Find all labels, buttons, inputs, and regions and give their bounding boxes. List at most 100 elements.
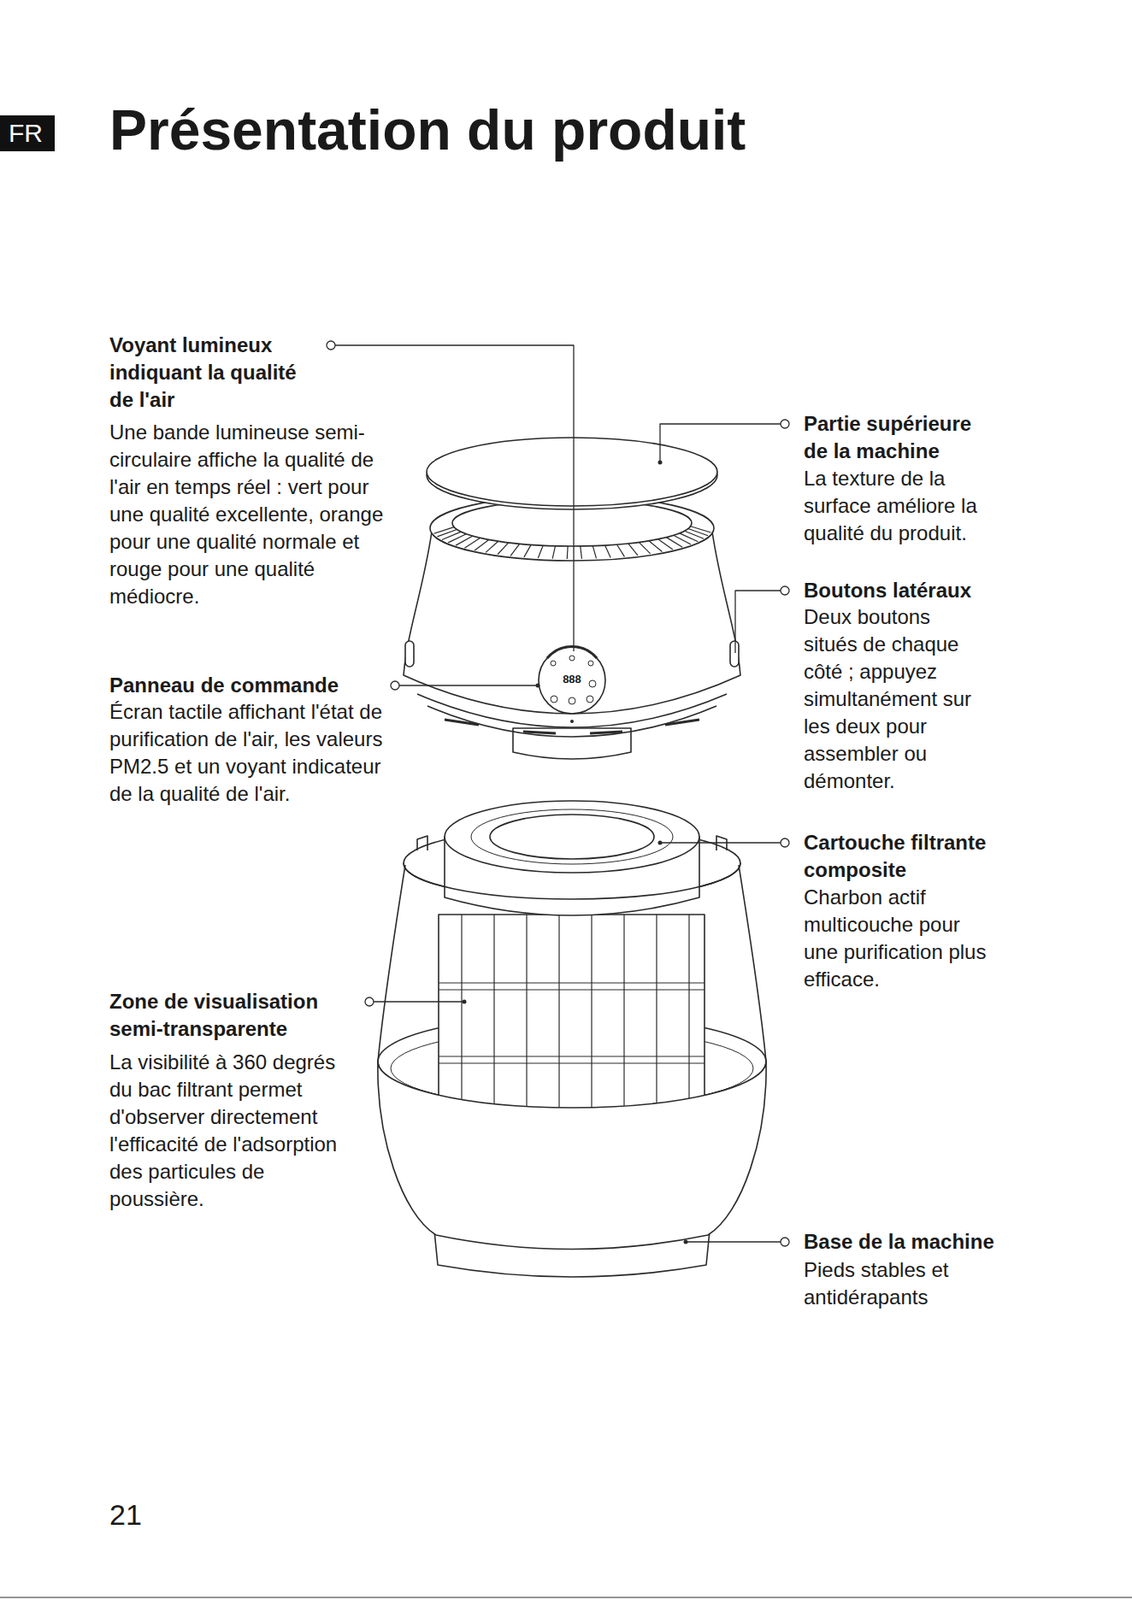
panel-icon [586, 695, 594, 703]
side-button [405, 641, 414, 667]
panel-icon [568, 697, 576, 705]
grille-slat [616, 544, 625, 557]
leader-dot [658, 460, 663, 466]
housing-rim-front [403, 863, 741, 900]
grille-slat [474, 539, 490, 550]
panel-icon [550, 660, 556, 667]
callout-body: Charbon actif multicouche pour une purif… [803, 884, 997, 994]
grille-slat [605, 545, 612, 559]
cage-bar [688, 914, 690, 1129]
filter-cap-top [444, 801, 700, 873]
grille-slat [524, 544, 531, 557]
filter-cage-bars [438, 914, 705, 1129]
grille-slat [648, 541, 662, 553]
cage-bar [655, 914, 657, 1129]
display-digits: 888 [550, 672, 594, 688]
callout-heading: Cartouche filtrante composite [803, 829, 997, 885]
callout-body: Deux boutons situés de chaque côté ; app… [803, 603, 985, 796]
leader-dot [683, 1240, 689, 1245]
callout-body: La texture de la surface améliore la qua… [803, 465, 997, 548]
panel-icon [588, 660, 594, 667]
leader-circle [326, 341, 336, 350]
grille-slat [442, 531, 461, 540]
cage-band [438, 989, 705, 991]
page-title: Présentation du produit [109, 95, 746, 165]
leader-circle [780, 586, 790, 596]
grille-slat [448, 534, 466, 543]
callout-heading: Voyant lumineux indiquant la qualité de … [109, 331, 319, 414]
grille-slat [436, 529, 457, 537]
leader-dot [462, 1000, 467, 1005]
callout-heading: Partie supérieure de la machine [803, 410, 997, 466]
leader-line [685, 1241, 781, 1243]
filter-cap-ring [471, 809, 673, 865]
leader-circle [780, 1238, 790, 1247]
cage-bar [460, 914, 462, 1129]
grille-slat [580, 546, 583, 560]
lower-unit [377, 801, 767, 1278]
grille-slat [658, 539, 673, 550]
grille-slat [690, 526, 712, 533]
air-quality-light [547, 647, 597, 659]
leader-line [399, 684, 538, 686]
grille-slat [666, 537, 683, 549]
leader-line [735, 590, 781, 654]
cage-band [438, 982, 705, 984]
callout-heading: Panneau de commande [109, 672, 384, 700]
leader-circle [780, 419, 790, 429]
panel-icon [589, 680, 596, 688]
page-edge-rule [0, 1597, 1132, 1599]
callout-heading: Zone de visualisation semi-transparente [109, 988, 358, 1044]
cage-bar [525, 914, 527, 1129]
leader-line [660, 842, 781, 844]
grille-slat [638, 542, 650, 554]
leader-circle [390, 681, 400, 690]
cage-band [438, 1062, 705, 1064]
grille-slat [497, 542, 509, 555]
grille-slat [592, 546, 596, 560]
control-panel [538, 647, 606, 714]
callout-body: La visibilité à 360 degrés du bac filtra… [109, 1049, 358, 1214]
grille-slats [433, 526, 711, 560]
leader-line [373, 1001, 465, 1003]
rim-slots [444, 719, 700, 734]
callout-heading: Base de la machine [803, 1228, 1026, 1256]
callout-body: Écran tactile affichant l'état de purifi… [109, 698, 385, 808]
cage-bar [590, 914, 592, 1129]
filter-cap-hole [489, 814, 655, 860]
lower-bowl [377, 1061, 767, 1250]
leader-circle [365, 997, 374, 1007]
filter-cage [438, 914, 705, 1129]
grille-slat [684, 530, 705, 539]
housing-sides [377, 865, 767, 1062]
callout-heading: Boutons latéraux [803, 577, 997, 605]
leader-circle [780, 838, 790, 848]
tab-label: FR [8, 118, 43, 148]
grille-slat [628, 543, 638, 556]
grille-slat [510, 543, 520, 556]
grille-slat [566, 546, 569, 560]
cage-bar [623, 914, 625, 1129]
panel-icon [550, 695, 558, 703]
grille-slat [688, 529, 708, 537]
lid-top [426, 437, 718, 507]
language-tab: FR [0, 115, 55, 152]
leader-line [660, 424, 781, 463]
cage-band [438, 1055, 705, 1057]
panel-icon [569, 655, 575, 661]
leader-dot [536, 683, 541, 689]
leader-dot [658, 841, 663, 846]
leader-line [335, 345, 574, 652]
callout-body: Une bande lumineuse semi-circulaire affi… [109, 418, 385, 611]
page-number: 21 [109, 1497, 178, 1533]
callout-body: Pieds stables et antidérapants [803, 1256, 1026, 1312]
grille-slat [485, 541, 499, 553]
top-unit [403, 437, 741, 760]
grille-slat [433, 527, 454, 535]
cage-bar [558, 914, 560, 1129]
panel-dot [570, 719, 574, 724]
side-button [730, 641, 739, 667]
grille-slat [552, 546, 555, 560]
leader-lines [326, 341, 790, 1247]
